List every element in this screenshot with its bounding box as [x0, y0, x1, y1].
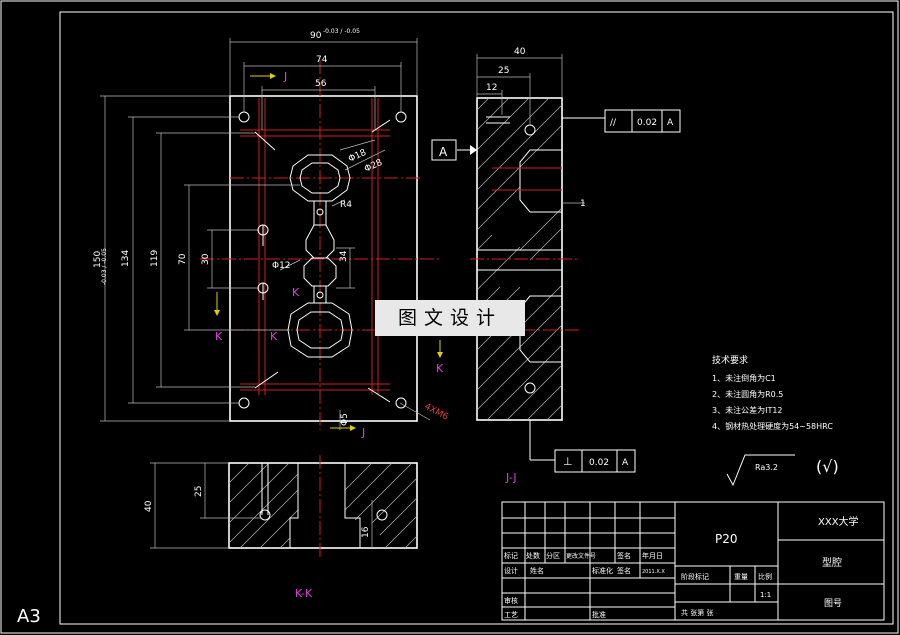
datum-label-a: A: [439, 145, 448, 159]
roughness-value: Ra3.2: [755, 463, 778, 472]
dim-12-side: 12: [486, 83, 497, 93]
dim-4xm6: 4XM6: [423, 402, 450, 423]
dim-phi5: Φ5: [340, 413, 350, 426]
dim-16-kk: 16: [361, 526, 371, 538]
plan-view: [200, 60, 440, 430]
tolerance-frame-bottom: [554, 449, 636, 473]
tol-bottom-symbol: ⊥: [563, 455, 573, 468]
tb-stage-mark: 阶段标记: [681, 572, 709, 581]
tech-req-item-2: 2、未注圆角为R0.5: [712, 389, 783, 399]
tb-hdr-sign: 签名: [617, 551, 631, 560]
section-jj-view: [455, 54, 605, 461]
section-mark-j-top: J: [283, 70, 287, 83]
section-title-jj: J-J: [505, 471, 517, 484]
tb-hdr-date: 年月日: [642, 551, 663, 560]
tol-top-datum: A: [667, 118, 674, 128]
tb-design-sign: 签名: [617, 566, 631, 575]
tb-scale: 1:1: [760, 591, 771, 599]
tb-standardize: 标准化: [592, 566, 613, 575]
tb-drawing-no: 图号: [824, 598, 842, 609]
tol-top-symbol: //: [610, 118, 617, 128]
dim-134: 134: [121, 250, 131, 267]
tech-req-title: 技术要求: [712, 354, 748, 366]
dim-34: 34: [339, 250, 349, 262]
dim-150-tol: -0.03 / -0.05: [101, 248, 108, 285]
tb-hdr-zone: 分区: [546, 551, 560, 560]
tb-weight: 重量: [734, 573, 748, 581]
sheet-format: A3: [17, 606, 41, 627]
tb-hdr-change-doc: 更改文件号: [566, 552, 596, 560]
dim-150: 150: [93, 251, 103, 268]
hatch-kk: [228, 462, 418, 549]
dim-90-tol: -0.03 / -0.05: [323, 28, 360, 35]
dim-phi18: Φ18: [347, 148, 368, 165]
dim-phi12: Φ12: [272, 261, 291, 271]
dim-40-kk: 40: [144, 500, 154, 512]
roughness-symbol: [726, 454, 795, 487]
dim-56: 56: [315, 79, 327, 89]
dim-25-side: 25: [498, 66, 509, 76]
tech-req-item-4: 4、钢材热处理硬度为54~58HRC: [712, 421, 833, 431]
datum-a-box: [431, 139, 457, 161]
roughness-paren: (√): [816, 457, 839, 476]
section-mark-k-left: K: [215, 330, 223, 343]
dim-70: 70: [178, 253, 188, 265]
tolerance-frame-top: [604, 109, 681, 133]
tol-bottom-datum: A: [622, 458, 629, 468]
inner-frame: [59, 11, 894, 625]
section-title-kk: K-K: [295, 587, 313, 600]
watermark: 图文设计: [375, 300, 525, 336]
title-block: [501, 501, 885, 621]
tol-top-value: 0.02: [637, 118, 657, 128]
tb-material: P20: [715, 532, 738, 546]
tb-hdr-mark: 标记: [504, 551, 518, 560]
tb-approve: 批准: [592, 610, 606, 619]
dim-74: 74: [316, 55, 328, 65]
tb-school: XXX大学: [818, 515, 859, 528]
dim-r4: R4: [340, 200, 352, 210]
section-mark-k-center: K: [292, 286, 300, 299]
plan-dimensions: [100, 38, 431, 430]
dim-90: 90: [310, 31, 322, 41]
tb-design-name: 姓名: [530, 566, 544, 575]
dim-1-side: 1: [580, 199, 586, 209]
dim-30: 30: [201, 253, 211, 265]
tech-req-item-1: 1、未注倒角为C1: [712, 373, 776, 383]
dim-40-side: 40: [514, 47, 526, 57]
tb-check: 审核: [504, 596, 518, 605]
tb-design-label: 设计: [504, 566, 518, 575]
dim-phi28: Φ28: [363, 158, 384, 175]
tol-bottom-value: 0.02: [589, 458, 609, 468]
tb-process: 工艺: [504, 611, 518, 619]
tb-hdr-count: 处数: [526, 551, 540, 560]
tech-req-item-3: 3、未注公差为IT12: [712, 405, 783, 415]
dim-119: 119: [150, 250, 160, 267]
tb-sheets: 共 张第 张: [681, 608, 713, 617]
tb-part-name: 型腔: [822, 556, 842, 569]
section-mark-k-right: K: [436, 362, 444, 375]
tb-design-date: 2011.X.X: [642, 569, 665, 575]
section-mark-j-bottom: J: [361, 426, 365, 439]
section-mark-k-inner: K: [270, 330, 278, 343]
tb-scale-label: 比例: [758, 572, 772, 581]
section-arrows: [214, 73, 443, 431]
section-kk-view: [150, 455, 418, 560]
dim-25-kk: 25: [194, 486, 204, 497]
